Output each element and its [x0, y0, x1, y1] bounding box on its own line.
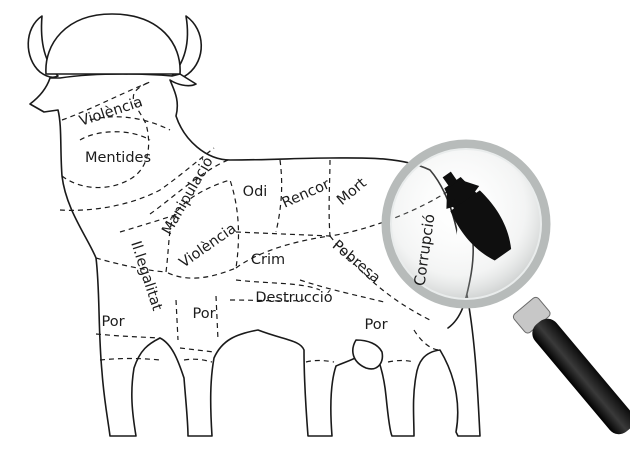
magnifying-glass: Corrupció [386, 144, 630, 440]
label-por-front-leg: Por [101, 314, 124, 330]
handle-grip [527, 314, 630, 439]
label-destruccio: Destrucció [255, 290, 332, 306]
label-por-rear: Por [364, 317, 387, 333]
label-odi: Odi [243, 184, 268, 200]
label-crim: Crim [251, 252, 285, 268]
helmet [46, 14, 180, 74]
label-por-chest: Por [192, 306, 215, 322]
label-mentides: Mentides [85, 150, 151, 166]
